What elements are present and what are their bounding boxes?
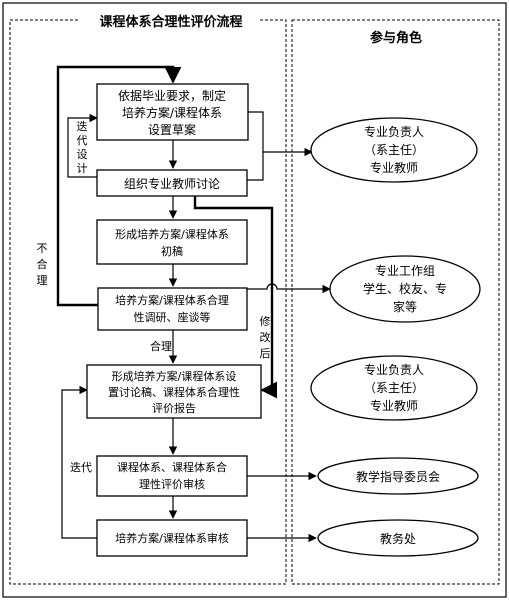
role3-line1: 专业负责人: [364, 362, 424, 377]
role1-line3: 专业教师: [370, 160, 418, 175]
step-initial-box: [96, 219, 248, 265]
label-revised-3: 后: [260, 347, 271, 360]
step-discuss-line1: 组织专业教师讨论: [124, 176, 220, 191]
step-review-line1: 课程体系、课程体系合: [117, 460, 227, 474]
step-survey-line1: 培养方案/课程体系合理: [115, 293, 229, 307]
step-draft-line1: 依据毕业要求，制定: [118, 88, 226, 103]
label-iterate-design-3: 设: [77, 148, 88, 161]
step-draft-line3: 设置草案: [148, 122, 196, 137]
label-iterate: 迭代: [70, 461, 92, 474]
label-reasonable: 合理: [150, 339, 172, 353]
edge-unreasonable: [56, 65, 182, 307]
role2-line3: 家等: [393, 299, 417, 314]
step-review-box: [96, 455, 248, 497]
edge-iterate: [61, 385, 97, 539]
role3-ellipse: [310, 355, 478, 421]
role4-line1: 教学指导委员会: [356, 469, 440, 484]
step-initial-line2: 初稿: [161, 244, 183, 258]
role4-ellipse: [317, 457, 479, 495]
step-audit-line1: 培养方案/课程体系审核: [115, 531, 229, 545]
edge-bracket-role1: [247, 111, 264, 181]
step-discuss-box: [96, 169, 248, 197]
role2-ellipse: [329, 255, 481, 323]
step-initial-line1: 形成培养方案/课程体系: [115, 227, 229, 241]
role5-ellipse: [317, 519, 479, 557]
step-report-box: [86, 364, 262, 419]
step-draft-box: [96, 83, 249, 141]
edges: [56, 65, 331, 543]
label-iterate-design-1: 迭: [77, 120, 88, 133]
process-panel-title: 课程体系合理性评价流程: [99, 14, 242, 30]
step-review-line2: 理性评价审核: [139, 477, 205, 491]
step-survey-box: [97, 287, 248, 331]
step-audit-box: [96, 519, 248, 557]
process-title-bg: [80, 13, 260, 29]
label-unreasonable-3: 理: [37, 274, 48, 287]
role3-line2: （系主任）: [364, 381, 424, 395]
edge-revised: [193, 196, 278, 399]
label-unreasonable-1: 不: [37, 242, 48, 255]
role5-line1: 教务处: [380, 531, 416, 546]
edge-to-role2: [247, 283, 331, 294]
role1-line1: 专业负责人: [364, 124, 424, 139]
edge-iterate-design: [67, 113, 98, 178]
step-report-line1: 形成培养方案/课程体系设: [112, 369, 237, 383]
role2-line1: 专业工作组: [375, 263, 435, 278]
role1-ellipse: [310, 117, 478, 183]
label-iterate-design-2: 代: [77, 134, 88, 147]
roles-panel: [291, 19, 500, 585]
step-report-line3: 评价报告: [152, 401, 196, 415]
role1-line2: （系主任）: [364, 143, 424, 157]
step-report-line2: 置讨论稿、课程体系合理性: [108, 385, 240, 399]
role3-line3: 专业教师: [370, 398, 418, 413]
step-draft-line2: 培养方案/课程体系: [122, 105, 222, 120]
label-revised-2: 改: [260, 330, 271, 344]
label-revised-1: 修: [260, 314, 271, 328]
step-survey-line2: 性调研、座谈等: [134, 310, 211, 324]
roles-panel-title: 参与角色: [370, 30, 422, 46]
label-iterate-design-4: 计: [77, 162, 88, 175]
role2-line2: 学生、校友、专: [363, 281, 447, 296]
label-unreasonable-2: 合: [37, 257, 48, 271]
